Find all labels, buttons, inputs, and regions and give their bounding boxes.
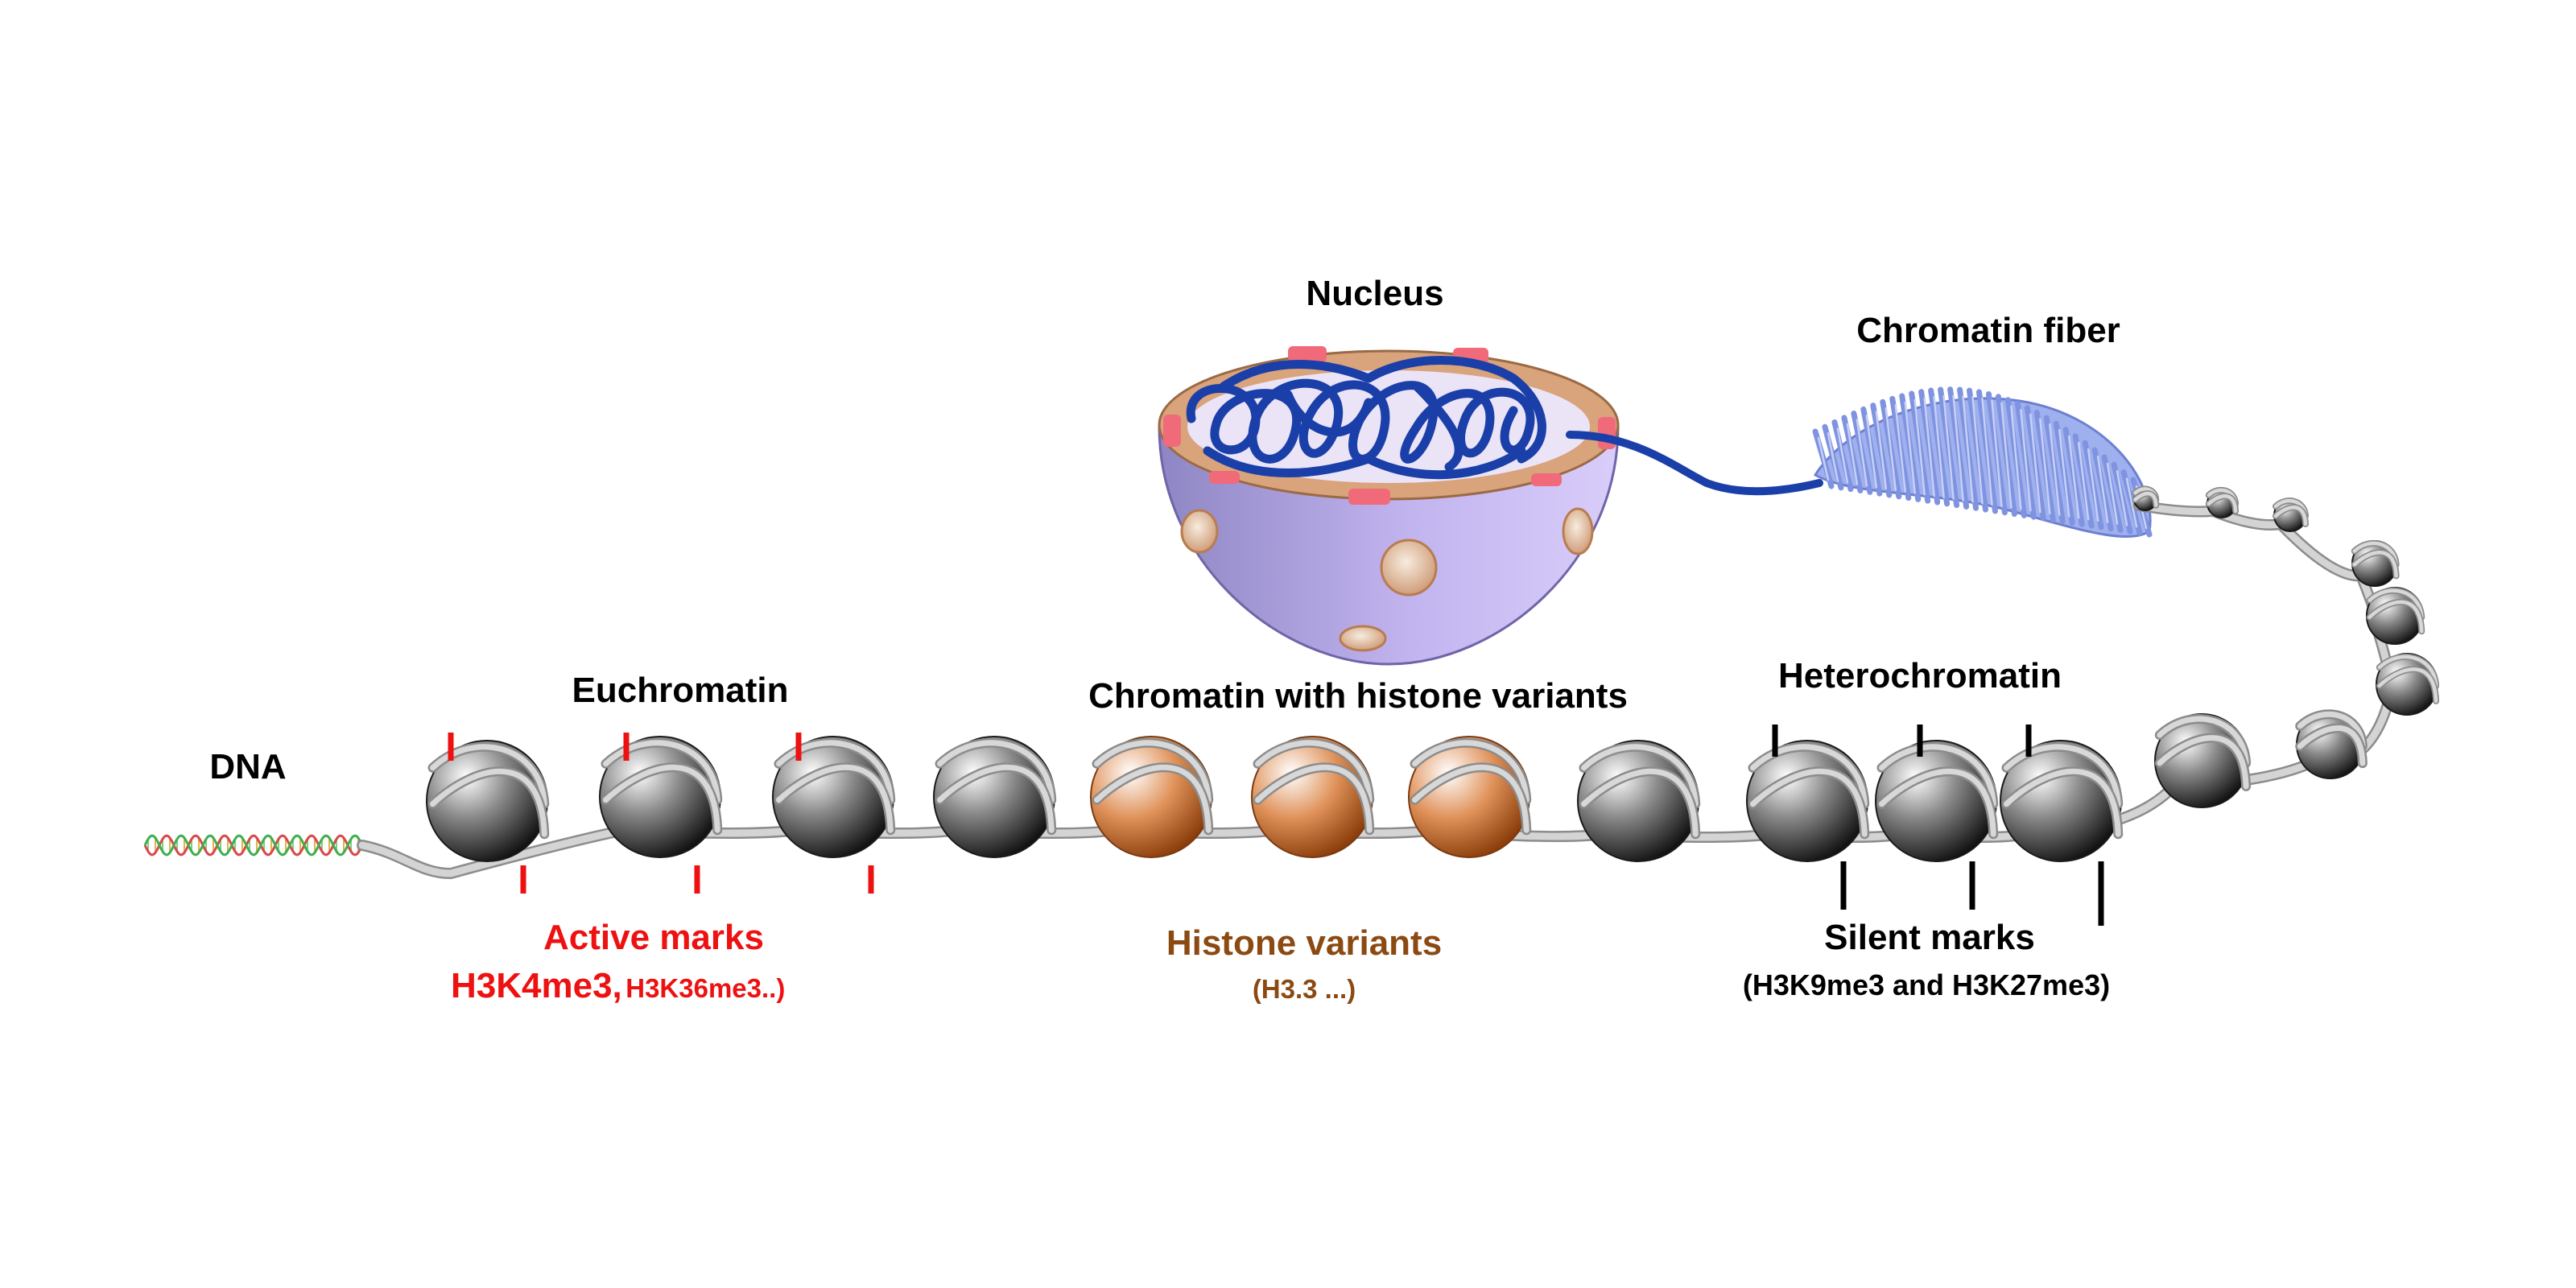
fiber-loop-highlight [2029,413,2041,514]
nucleus-label: Nucleus [1306,274,1444,313]
histone-variants-title: Histone variants [1166,923,1443,963]
chromatin-variants-label: Chromatin with histone variants [1088,676,1628,716]
fiber-loop-highlight [1827,431,1839,483]
nucleosome-wrap [776,764,894,833]
nucleosome-wrap [1255,764,1373,833]
fiber-loop-highlight [1971,395,1984,505]
nucleosome-wrap [2297,724,2366,766]
nucleosome-string [357,485,2440,880]
nucleosome-wrap [2368,600,2424,634]
fiber-loop-highlight [2096,455,2109,523]
fiber-loop-highlight [1923,397,1935,497]
nucleosome-wrap [937,740,1055,803]
fiber-loop-highlight [1856,419,1868,487]
active-marks-list: H3K4me3, H3K36me3..) [451,966,785,1006]
nucleosome-wrap [1255,740,1373,803]
chromatin-exit-strand [1566,431,1823,496]
nucleosome-wrap [1750,744,1868,807]
fiber-loop-highlight [1904,401,1916,494]
fiber-loop-highlight [1846,423,1859,485]
silent-marks-title: Silent marks [1824,918,2035,957]
euchromatin-label: Euchromatin [572,671,789,710]
fiber-loop-highlight [1962,394,1974,503]
heterochromatin-label: Heterochromatin [1777,656,2062,696]
chromatin-fiber-label: Chromatin fiber [1856,311,2120,350]
nucleosome-wrap [2377,667,2438,704]
fiber-loop-highlight [2067,435,2080,519]
fiber-loop-highlight [1942,394,1955,500]
nucleosome-wrap [2157,716,2249,766]
fiber-loop-highlight [1865,415,1878,489]
nucleosome-wrap [2377,654,2438,688]
fiber-loop-highlight [1875,411,1888,490]
nucleosome-wrap [2157,735,2249,790]
nucleosome-wrap [603,764,720,833]
nucleosome-wrap [1412,740,1530,803]
dna-strand-b [143,834,364,857]
nucleosome-wrap [1879,768,1996,837]
nucleosome-wrap [2207,493,2238,514]
nucleosome-wrap [1412,764,1530,833]
nucleosome-wrap [1750,768,1868,837]
active-marks-main: H3K4me3, [451,966,622,1005]
nucleosome-wrap [2273,506,2308,526]
nucleosome-wrap [1581,744,1699,807]
nucleosome-wrap [603,740,720,803]
chromatin-in-nucleus [1186,356,1546,480]
dna-label: DNA [209,747,287,786]
active-marks-title: Active marks [543,918,764,957]
fiber-loop-highlight [2049,423,2061,516]
fiber-loop-highlight [2077,441,2090,521]
nucleus-illustration [1158,346,1823,666]
fiber-loop-highlight [2000,402,2013,509]
histone-variants-sub: (H3.3 ...) [1252,974,1356,1004]
fiber-loop-highlight [1894,404,1907,493]
nucleosome-wrap [776,740,894,803]
fiber-loop-highlight [2125,477,2138,528]
nucleosome-wrap [937,764,1055,833]
nucleosome-wrap [2133,491,2158,507]
chromatin-fiber-illustration [1812,386,2153,538]
dna-double-helix [143,834,364,857]
nucleosome-wrap [430,768,547,837]
nucleosome-wrap [2368,588,2424,619]
fiber-loop-highlight [1913,398,1926,496]
fiber-loop-highlight [2020,409,2032,512]
nucleosome-wrap [1879,744,1996,807]
fiber-loop-highlight [1933,395,1945,499]
nucleosome-wrap [2004,744,2121,807]
fiber-loop-highlight [1836,427,1849,484]
dna-strand-a [143,834,364,857]
fiber-loop-highlight [2058,428,2070,518]
fiber-loop-highlight [1885,407,1897,491]
fiber-loop-highlight [2106,462,2119,525]
fiber-loop-highlight [2087,448,2099,522]
fiber-loop-highlight [2039,418,2051,515]
fiber-loop-highlight [1981,397,1993,506]
fiber-loop-highlight [1991,399,2003,507]
fiber-loop-highlight [1952,394,1964,502]
histone-marks [448,724,2104,926]
nuclear-pores-surface [1180,507,1594,652]
silent-marks-sub: (H3K9me3 and H3K27me3) [1742,968,2111,1001]
nucleosome-wrap [1094,764,1212,833]
nucleosome-wrap [1094,740,1212,803]
nucleosome-wrap [1581,768,1699,837]
nucleosome-wrap [2352,551,2398,578]
nucleosome-wrap [2004,768,2121,837]
fiber-loop-highlight [2116,469,2128,526]
fiber-loop-highlight [1817,436,1830,481]
active-marks-more: H3K36me3..) [625,973,786,1003]
fiber-loop-highlight [2010,405,2022,510]
